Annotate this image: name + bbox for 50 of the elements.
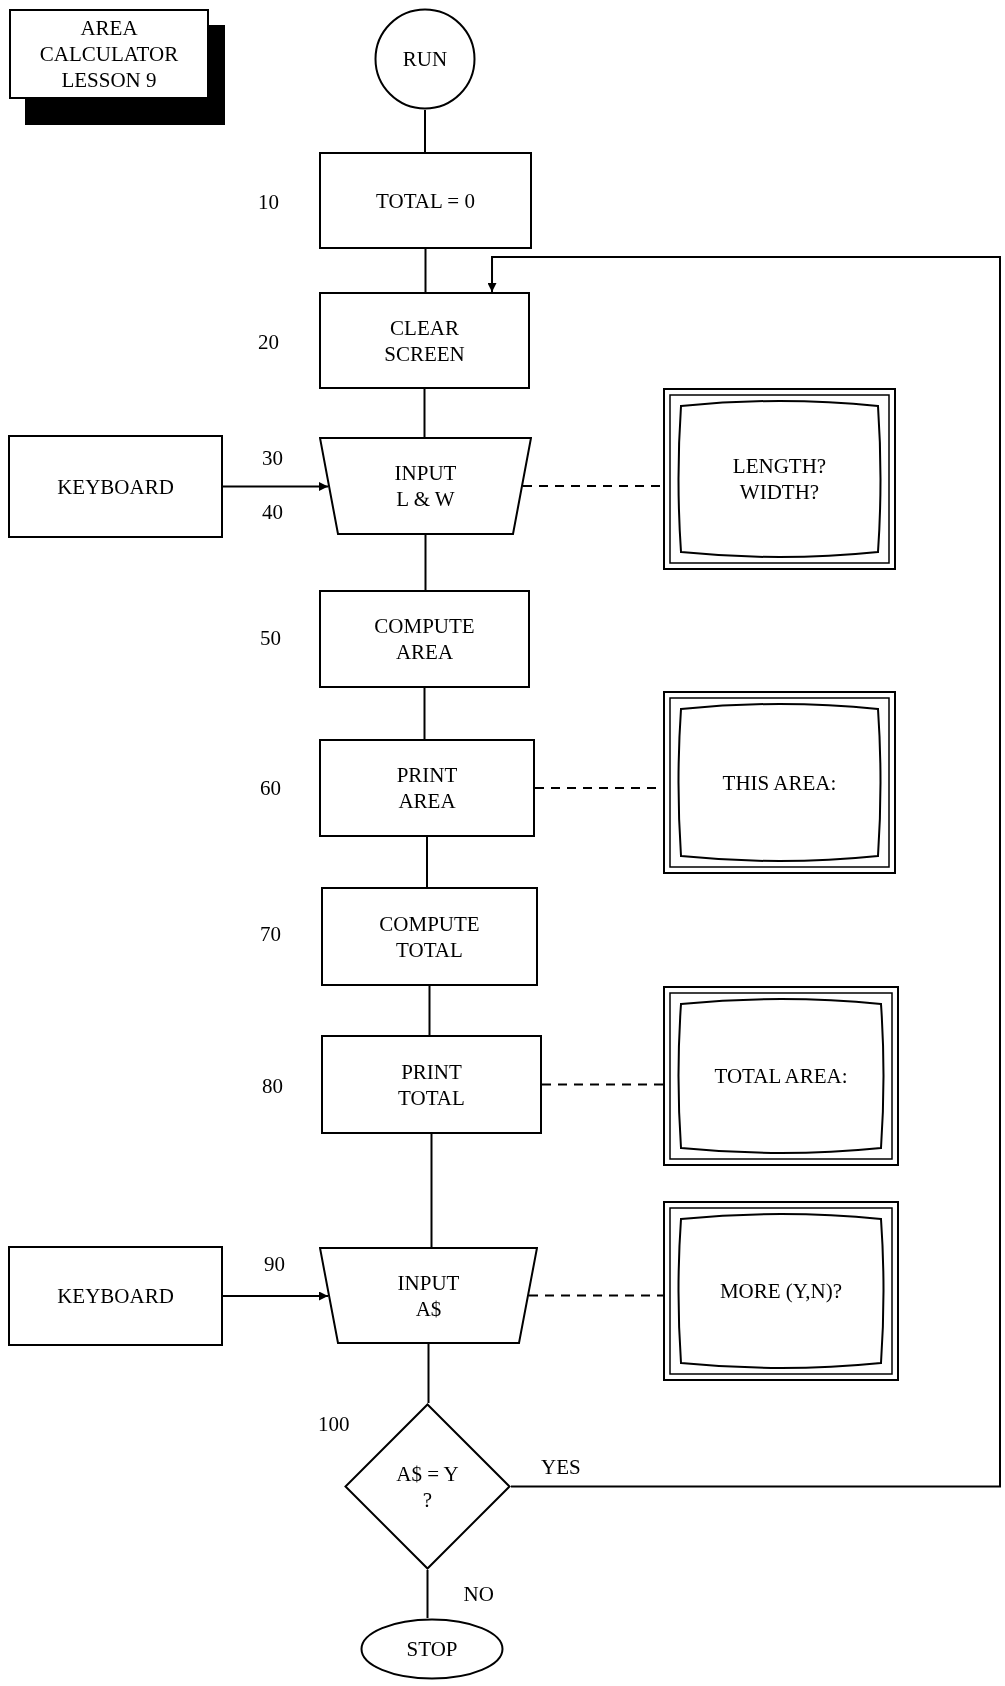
node-label: TOTAL AREA: — [714, 1063, 848, 1089]
screen-display — [663, 986, 899, 1166]
node-label: THIS AREA: — [722, 769, 837, 796]
node-label: INPUT L & W — [393, 460, 458, 512]
node-label: CLEAR SCREEN — [383, 314, 466, 367]
node-label: A$ = Y ? — [395, 1460, 460, 1513]
arrow — [222, 1291, 329, 1301]
line-number: 30 — [262, 446, 283, 470]
node-label: AREA CALCULATOR LESSON 9 — [38, 15, 180, 93]
screen-display — [663, 388, 896, 570]
line-number: 20 — [258, 330, 279, 354]
input-trapezoid — [319, 1247, 538, 1344]
line-number: 10 — [258, 190, 279, 214]
line-number: 70 — [260, 922, 281, 946]
end-oval — [360, 1618, 504, 1680]
node-label: INPUT A$ — [396, 1269, 461, 1322]
dashed-connector — [541, 1083, 664, 1086]
node-label: COMPUTE AREA — [373, 613, 476, 665]
process-box — [319, 739, 535, 837]
screen-display — [663, 1201, 899, 1381]
dashed-connector — [528, 1294, 664, 1297]
line-number: 80 — [262, 1074, 283, 1098]
line-number: 100 — [318, 1412, 350, 1436]
process-box — [319, 152, 532, 249]
line-number: 40 — [262, 500, 283, 524]
line-number: 50 — [260, 626, 281, 650]
node-label: COMPUTE TOTAL — [378, 910, 481, 963]
node-label: MORE (Y,N)? — [719, 1278, 843, 1304]
line-number: 90 — [264, 1252, 285, 1276]
line-number: 60 — [260, 776, 281, 800]
process-box — [321, 1035, 542, 1134]
screen-display — [663, 691, 896, 874]
start-circle — [374, 8, 476, 110]
node-label: KEYBOARD — [57, 1283, 174, 1309]
node-label: RUN — [402, 46, 448, 72]
node-label: LENGTH? WIDTH? — [731, 453, 828, 505]
node-label: KEYBOARD — [57, 473, 174, 500]
process-box — [8, 1246, 223, 1346]
title-box — [9, 9, 209, 99]
process-box — [319, 292, 530, 389]
arrow — [222, 482, 329, 491]
process-box — [8, 435, 223, 538]
arrow — [487, 256, 1001, 1488]
node-label: PRINT AREA — [395, 762, 459, 814]
process-box — [321, 887, 538, 986]
node-label: STOP — [406, 1636, 458, 1662]
input-trapezoid — [319, 437, 532, 535]
node-label: TOTAL = 0 — [376, 187, 475, 214]
node-label: PRINT TOTAL — [397, 1058, 466, 1111]
process-box — [319, 590, 530, 688]
